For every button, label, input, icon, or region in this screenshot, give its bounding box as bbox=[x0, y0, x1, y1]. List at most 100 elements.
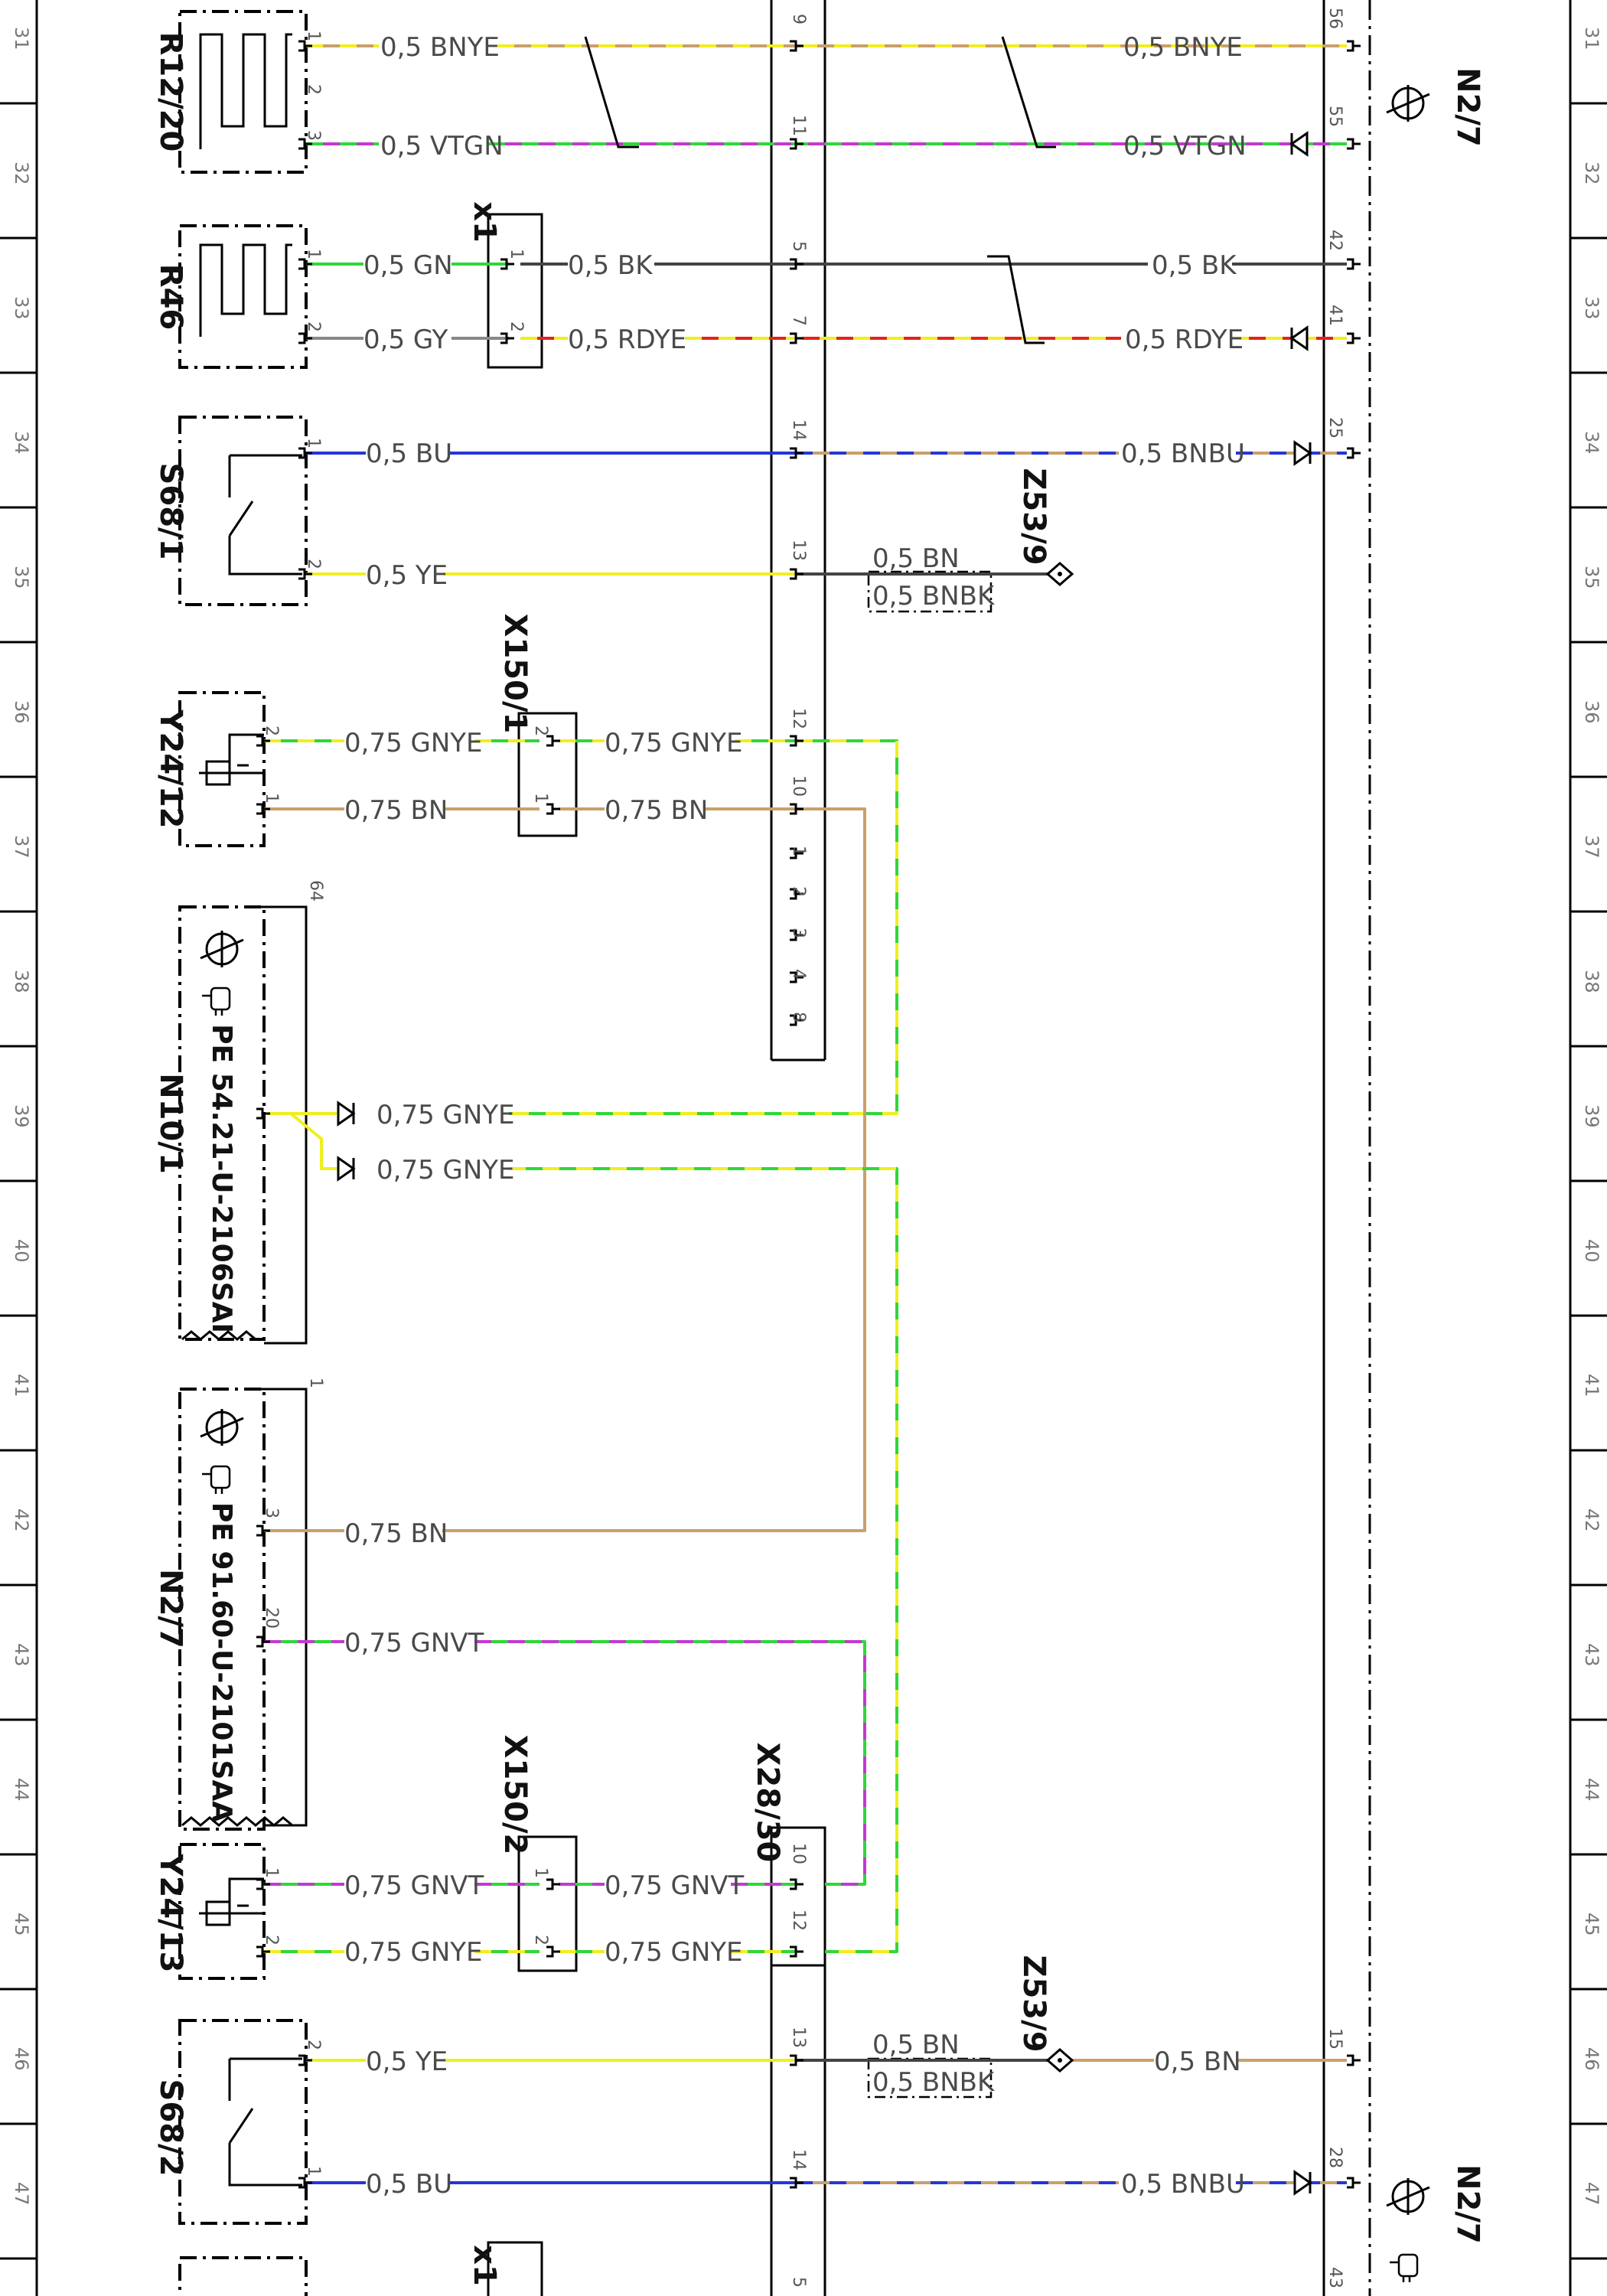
pin-number: 1 bbox=[306, 1378, 325, 1388]
pin-number: 10 bbox=[789, 775, 808, 797]
wire-label: 0,5 VTGN bbox=[380, 131, 504, 161]
row-number: 40 bbox=[1581, 1239, 1602, 1263]
row-number: 34 bbox=[11, 431, 32, 455]
wire-label: 0,5 YE bbox=[366, 560, 448, 591]
row-number: 35 bbox=[1581, 566, 1602, 589]
row-number: 37 bbox=[1581, 835, 1602, 859]
wire-label: 0,5 RDYE bbox=[1125, 325, 1244, 355]
terminal-mark bbox=[546, 803, 554, 815]
row-number: 35 bbox=[11, 566, 32, 589]
wire-label: 0,75 GNYE bbox=[605, 1937, 743, 1968]
pin-number: 2 bbox=[531, 1935, 550, 1945]
x28-30-connector bbox=[770, 1826, 826, 1967]
wire-label: 0,5 BNBU bbox=[1121, 439, 1245, 469]
wire-label: 0,5 BNYE bbox=[1123, 32, 1243, 63]
terminal-mark bbox=[298, 332, 306, 344]
pin-number: 43 bbox=[1325, 2267, 1345, 2288]
wire-label: 0,5 BU bbox=[366, 439, 452, 469]
terminal-mark bbox=[256, 1878, 264, 1890]
y24-12-valve-symbol bbox=[199, 733, 264, 786]
wire-label: 0,5 RDYE bbox=[568, 325, 686, 355]
wire-label: 0,5 GY bbox=[363, 325, 448, 355]
y24-13-label: Y24/13 bbox=[153, 1854, 188, 1973]
n2-7-right-bottom-label: N2/7 bbox=[1450, 2164, 1485, 2244]
pin-number: 64 bbox=[306, 880, 325, 902]
right-module-rail bbox=[1322, 0, 1371, 2296]
row-number: 39 bbox=[1581, 1104, 1602, 1128]
pin-number: 1 bbox=[304, 31, 323, 41]
signal-arrow bbox=[337, 1101, 356, 1127]
row-number: 33 bbox=[11, 296, 32, 320]
wire-label: 0,75 BN bbox=[605, 795, 708, 826]
n2-7-label: N2/7 bbox=[153, 1569, 188, 1649]
wire-labels: 0,5 BNYE 0,5 VTGN 0,5 BNYE 0,5 VTGN 0,5 … bbox=[344, 32, 1247, 2200]
pin-numbers: 1 2 3 1 2 1 2 1 2 2 1 2 1 64 1 3 20 1 2 … bbox=[262, 8, 1345, 2288]
y24-13-box bbox=[178, 1843, 266, 1980]
component-labels: R12/20 R46 S68/1 Y24/12 N10/1 PE 54.21-U… bbox=[153, 32, 1485, 2286]
pin-number: 2 bbox=[789, 886, 808, 897]
z53-9-bottom-label: Z53/9 bbox=[1016, 1955, 1051, 2052]
s68-2-switch-symbol bbox=[228, 2057, 302, 2187]
pin-number: 7 bbox=[789, 315, 808, 326]
pin-number: 2 bbox=[304, 559, 323, 569]
terminal-mark bbox=[256, 1636, 264, 1648]
s68-1-switch-symbol bbox=[228, 454, 302, 576]
pin-number: 13 bbox=[789, 2027, 808, 2048]
wire-label: 0,5 BNBK bbox=[872, 2067, 996, 2098]
pin-number: 20 bbox=[262, 1607, 281, 1629]
r46-box bbox=[178, 224, 308, 369]
component-boxes bbox=[178, 10, 993, 2296]
pin-number: 9 bbox=[789, 14, 808, 24]
n10-1-label: N10/1 bbox=[153, 1073, 188, 1174]
wire-label: 0,5 BK bbox=[1152, 250, 1237, 281]
signal-arrow bbox=[1293, 440, 1312, 466]
n2-7-right-top-label: N2/7 bbox=[1450, 67, 1485, 147]
terminal-mark bbox=[546, 1945, 554, 1958]
x150-2-connector bbox=[517, 1835, 578, 1972]
signal-arrow bbox=[1289, 325, 1309, 351]
wire-label: 0,75 BN bbox=[344, 795, 448, 826]
row-number: 46 bbox=[1581, 2047, 1602, 2071]
pin-number: 1 bbox=[531, 1867, 550, 1878]
pin-number: 28 bbox=[1325, 2147, 1345, 2168]
wire-stripe bbox=[509, 739, 898, 1115]
row-number: 41 bbox=[1581, 1374, 1602, 1397]
wire-label: 0,75 GNVT bbox=[344, 1870, 484, 1901]
wire-label: 0,5 BK bbox=[568, 250, 654, 281]
row-number: 47 bbox=[11, 2182, 32, 2206]
wire-label: 0,75 BN bbox=[344, 1518, 448, 1549]
wire-label: 0,5 GN bbox=[363, 250, 453, 281]
z53-9-top-shield bbox=[867, 570, 993, 613]
x28-30-label: X28/30 bbox=[750, 1743, 785, 1863]
terminal-mark bbox=[256, 1107, 264, 1120]
wire-label: 0,75 GNVT bbox=[605, 1870, 745, 1901]
row-number: 31 bbox=[11, 27, 32, 51]
row-number: 37 bbox=[11, 835, 32, 859]
wire-label: 0,75 GNYE bbox=[344, 728, 483, 758]
s68-1-box bbox=[178, 416, 308, 606]
pointing-hand-icon bbox=[210, 987, 231, 1011]
pin-number: 5 bbox=[789, 241, 808, 252]
pin-number: 2 bbox=[262, 726, 281, 736]
wire-stripe bbox=[509, 1167, 898, 1953]
terminal-mark bbox=[256, 1525, 264, 1537]
row-number: 44 bbox=[1581, 1778, 1602, 1802]
terminal-mark bbox=[298, 258, 306, 270]
x150-2-label: X150/2 bbox=[497, 1735, 533, 1855]
pin-number: 42 bbox=[1325, 230, 1345, 251]
x1-bottom-label: x1 bbox=[467, 2245, 502, 2286]
pin-number: 41 bbox=[1325, 305, 1345, 326]
pin-number: 2 bbox=[262, 1935, 281, 1945]
row-number: 40 bbox=[11, 1239, 32, 1263]
n2-7-break-mark bbox=[181, 1816, 293, 1827]
r46-heater-symbol bbox=[199, 243, 292, 337]
row-number: 36 bbox=[1581, 700, 1602, 724]
terminal-mark bbox=[298, 138, 306, 150]
pointing-hand-icon bbox=[1397, 2253, 1419, 2278]
wire-segment bbox=[509, 1167, 898, 1953]
wire-label: 0,75 GNYE bbox=[376, 1100, 515, 1130]
pin-number: 15 bbox=[1325, 2028, 1345, 2050]
pin-number: 2 bbox=[507, 321, 526, 332]
signal-arrow bbox=[1293, 2170, 1312, 2196]
